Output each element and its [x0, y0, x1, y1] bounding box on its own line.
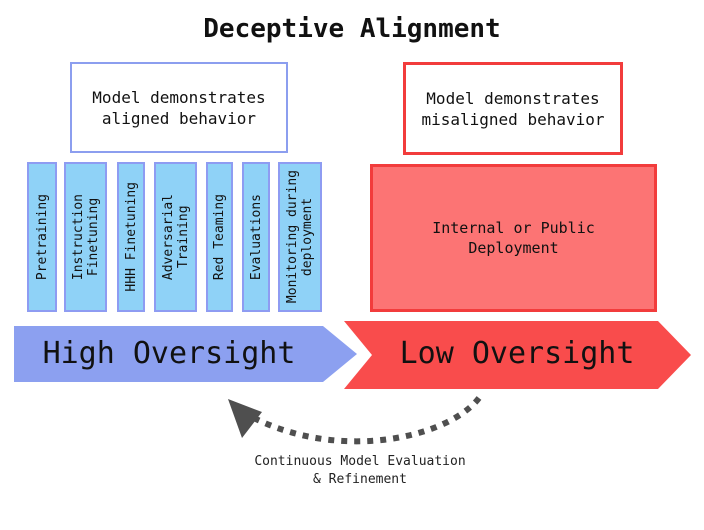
misaligned-behavior-text: Model demonstrates misaligned behavior: [421, 88, 605, 129]
aligned-behavior-text: Model demonstrates aligned behavior: [92, 87, 266, 128]
high-oversight-label: High Oversight: [42, 335, 296, 371]
stage-bar-red-teaming: Red Teaming: [206, 162, 233, 312]
stage-bar-monitoring-deployment: Monitoring during deployment: [278, 162, 322, 312]
stage-bar-adversarial-training: Adversarial Training: [154, 162, 197, 312]
deployment-box-text: Internal or Public Deployment: [432, 219, 595, 257]
low-oversight-arrow-shape: [344, 321, 691, 389]
feedback-curve: [250, 396, 482, 445]
page-title: Deceptive Alignment: [203, 14, 501, 44]
aligned-behavior-box: Model demonstrates aligned behavior: [70, 62, 288, 153]
low-oversight-label: Low Oversight: [399, 335, 635, 371]
feedback-loop-caption: Continuous Model Evaluation & Refinement: [254, 454, 466, 487]
misaligned-behavior-box: Model demonstrates misaligned behavior: [403, 62, 623, 155]
stage-bar-instruction-finetuning: Instruction Finetuning: [64, 162, 107, 312]
stage-bar-hhh-finetuning: HHH Finetuning: [117, 162, 145, 312]
feedback-arrowhead-icon: [228, 399, 262, 438]
high-oversight-arrow-shape: [14, 326, 357, 382]
stage-bar-pretraining: Pretraining: [27, 162, 57, 312]
deployment-box: Internal or Public Deployment: [370, 164, 657, 312]
stage-bar-evaluations: Evaluations: [242, 162, 270, 312]
